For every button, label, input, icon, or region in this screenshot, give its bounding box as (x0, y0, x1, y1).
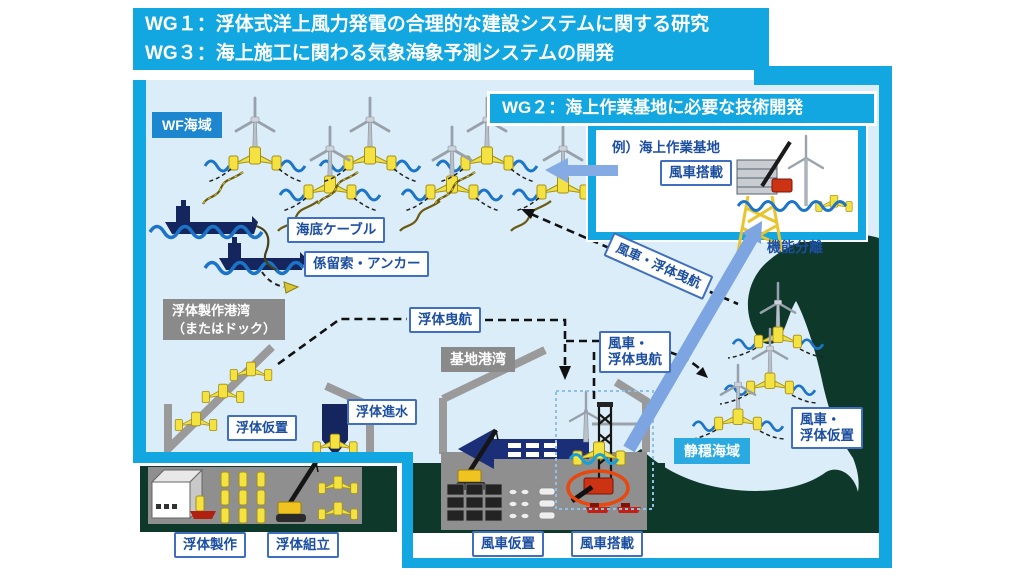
turbine-mount-label-bottom: 風車搭載 (571, 531, 643, 558)
wg2-header: WG２：海上作業基地に必要な技術開発 (487, 91, 877, 126)
flow-arrowheads (521, 209, 708, 380)
towing-line1: 風車・ (608, 336, 649, 351)
turbine-float-storage-label: 風車・ 浮体仮置 (791, 407, 863, 450)
float-launch-label: 浮体進水 (347, 399, 418, 425)
jackup-rig (566, 390, 642, 513)
frame-border (133, 66, 892, 568)
wg1-title: WG１：浮体式洋上風力発電の合理的な建設システムに関する研究 (145, 14, 710, 35)
base-port-label: 基地港湾 (441, 347, 515, 372)
component-stacks (446, 483, 556, 522)
to-wf-arrow (545, 158, 618, 183)
jackup-base-icon (736, 134, 853, 253)
mount-highlight-box (555, 390, 654, 510)
towing-line2: 浮体曳航 (608, 352, 662, 368)
wg1-wg3-header: WG１：浮体式洋上風力発電の合理的な建設システムに関する研究 WG３：海上施工に… (133, 8, 769, 70)
anchor-icon (283, 281, 300, 294)
float-towing-label: 浮体曳航 (409, 307, 481, 334)
float-fabrication-label: 浮体製作 (174, 532, 246, 559)
mooring-anchor-label: 係留索・アンカー (304, 251, 430, 278)
storage-line1: 風車・ (800, 412, 841, 427)
float-storage-label: 浮体仮置 (227, 415, 298, 441)
float-port-label: 浮体製作港湾 （またはドック） (163, 299, 286, 341)
turbine-mount-label-panel: 風車搭載 (660, 160, 732, 187)
base-port (439, 346, 654, 530)
function-separation-label: 機能分離 (767, 239, 823, 255)
fabrication-yard (148, 462, 362, 524)
storage-line2: 浮体仮置 (800, 428, 854, 444)
work-ships (148, 200, 327, 294)
float-port (164, 344, 374, 459)
wg2-panel-caption: 例）海上作業基地 (612, 140, 720, 155)
subsea-cable-label: 海底ケーブル (287, 217, 386, 244)
turbine-float-towing-label: 風車・ 浮体曳航 (599, 331, 671, 374)
wf-area-label: WF海域 (152, 112, 222, 138)
cylinder-stock (220, 471, 266, 524)
factory-icon (150, 468, 204, 520)
function-separation-arrow (623, 221, 762, 453)
float-port-line1: 浮体製作港湾 (172, 303, 251, 318)
turbine-storage-label: 風車仮置 (472, 531, 544, 558)
cove-turbines (687, 283, 827, 441)
calm-sea-label: 静穏海域 (674, 438, 750, 464)
float-assembly-label: 浮体組立 (267, 532, 339, 559)
wg3-title: WG３：海上施工に関わる気象海象予測システムの開発 (145, 43, 615, 64)
float-port-line2: （またはドック） (172, 320, 277, 336)
